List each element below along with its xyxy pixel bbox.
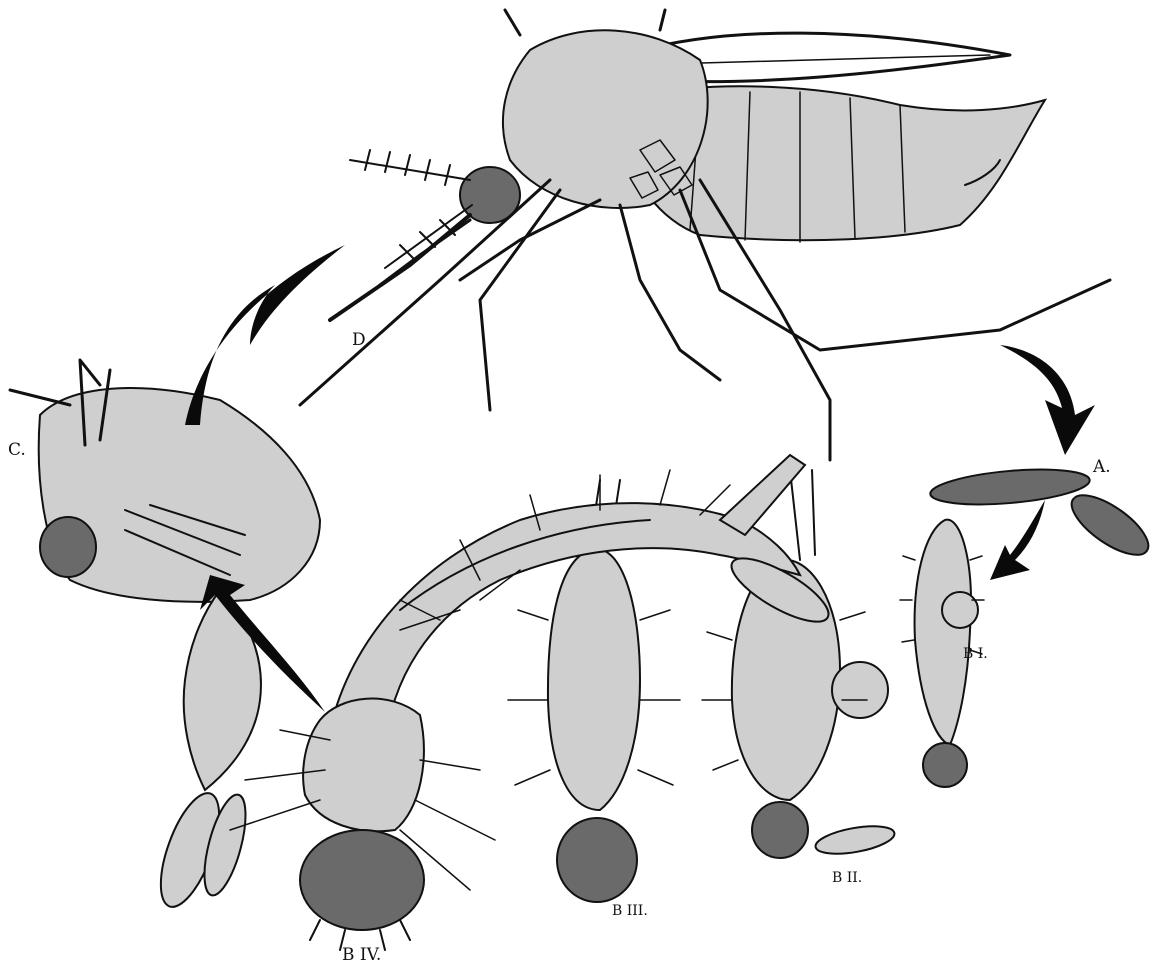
label-larva-3: B III. xyxy=(612,903,648,919)
arrow-adult-to-eggs xyxy=(1000,345,1095,455)
adult-mosquito xyxy=(300,10,1110,460)
label-larva-2: B II. xyxy=(832,870,862,886)
label-pupa: C. xyxy=(8,440,26,460)
label-larva-1: B I. xyxy=(963,646,988,662)
adult-antennae xyxy=(350,150,472,268)
adult-thorax xyxy=(503,30,708,208)
pupa-eye xyxy=(40,517,96,577)
arrow-eggs-to-larva xyxy=(990,500,1045,580)
label-larva-4: B IV. xyxy=(342,945,381,965)
egg xyxy=(1063,484,1154,565)
pupa xyxy=(10,360,320,914)
label-eggs: A. xyxy=(1092,457,1111,477)
larva-head xyxy=(300,830,424,930)
egg xyxy=(929,464,1091,510)
label-adult: D. xyxy=(352,330,370,350)
adult-proboscis xyxy=(330,215,470,320)
